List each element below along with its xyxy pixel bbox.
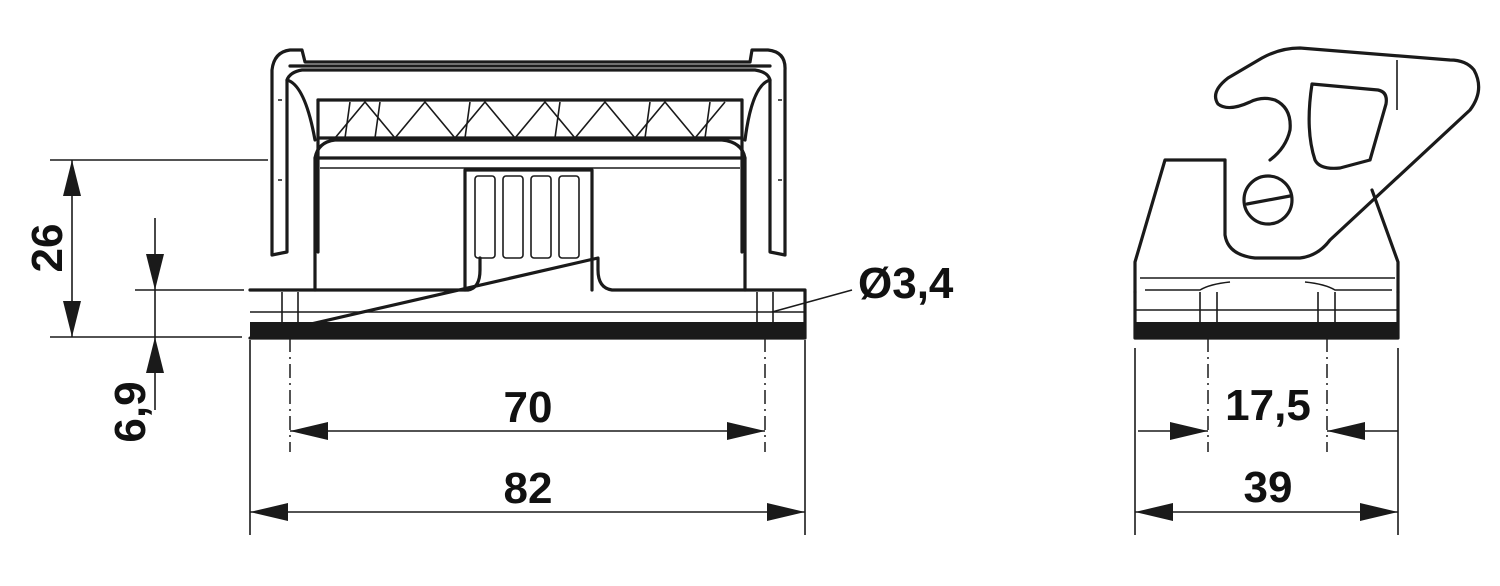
dimension-height-total: 26 — [23, 159, 268, 338]
front-view — [248, 48, 807, 340]
side-base-flange — [1133, 290, 1400, 340]
height-total-label: 26 — [23, 224, 72, 273]
front-mounting-holes — [281, 292, 774, 338]
hole-spacing-front-label: 70 — [504, 383, 553, 432]
dimension-width-side: 39 — [1134, 348, 1399, 535]
front-locking-lever — [270, 48, 787, 257]
width-front-label: 82 — [504, 464, 553, 513]
dimension-hole-diameter: Ø3,4 — [771, 259, 954, 313]
dimension-hole-spacing-front: 70 — [289, 338, 766, 452]
side-locking-lever — [1214, 46, 1481, 260]
side-mounting-holes — [1199, 292, 1336, 338]
width-side-label: 39 — [1244, 463, 1293, 512]
dimension-width-front: 82 — [249, 340, 806, 535]
front-base-flange — [248, 256, 807, 340]
side-housing-body — [1133, 158, 1400, 294]
dimension-hole-spacing-side: 17,5 — [1138, 338, 1398, 452]
height-base-label: 6,9 — [106, 381, 155, 442]
front-housing-body — [313, 138, 747, 292]
side-view — [1133, 46, 1481, 340]
dimension-height-base: 6,9 — [106, 218, 244, 443]
hole-spacing-side-label: 17,5 — [1225, 381, 1311, 430]
hole-diameter-label: Ø3,4 — [858, 259, 954, 308]
